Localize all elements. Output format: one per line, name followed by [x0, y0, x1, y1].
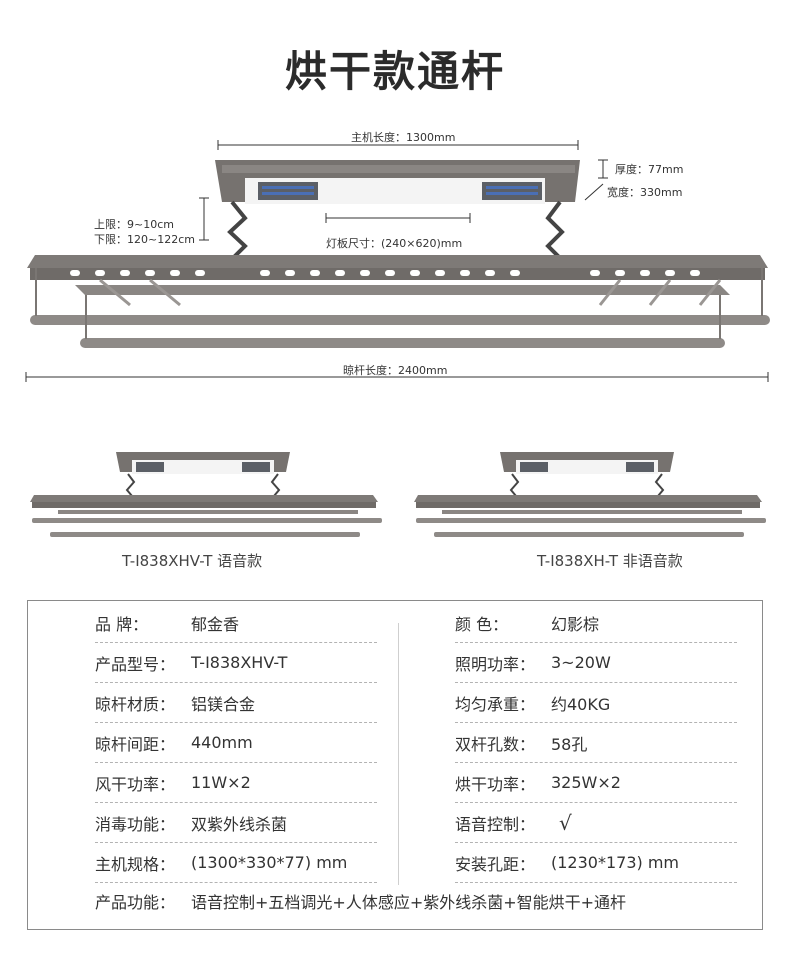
- spec-divider: [398, 623, 399, 885]
- variant-nonvoice-figure: [412, 440, 782, 580]
- spec-value: 双紫外线杀菌: [191, 814, 288, 834]
- spec-row-fan-power: 风干功率： 11W×2: [95, 763, 377, 803]
- spec-row-spacing: 晾杆间距： 440mm: [95, 723, 377, 763]
- variant-voice-figure: [28, 440, 398, 580]
- width-label: 宽度：330mm: [607, 186, 683, 199]
- main-product-drawing: [25, 140, 770, 382]
- spec-value: 3~20W: [551, 653, 611, 672]
- spec-key: 双杆孔数：: [455, 734, 536, 754]
- spec-key: 风干功率：: [95, 774, 176, 794]
- check-mark-icon: √: [559, 810, 572, 835]
- spec-row-color: 颜 色： 幻影棕: [455, 603, 737, 643]
- spec-key: 晾杆间距：: [95, 734, 176, 754]
- lower-limit-label: 下限：120~122cm: [94, 233, 195, 246]
- spec-key: 产品功能：: [95, 893, 176, 912]
- spec-row-holes: 双杆孔数： 58孔: [455, 723, 737, 763]
- spec-key: 安装孔距：: [455, 854, 536, 874]
- spec-value: T-I838XHV-T: [191, 653, 288, 672]
- spec-value: 约40KG: [551, 694, 611, 714]
- spec-row-host-size: 主机规格： (1300*330*77) mm: [95, 843, 377, 883]
- spec-row-brand: 品 牌： 郁金香: [95, 603, 377, 643]
- spec-key: 消毒功能：: [95, 814, 176, 834]
- spec-value: (1300*330*77) mm: [191, 853, 348, 872]
- main-product-figure: [0, 120, 790, 390]
- spec-value: 语音控制+五档调光+人体感应+紫外线杀菌+智能烘干+通杆: [191, 893, 627, 912]
- spec-row-material: 晾杆材质： 铝镁合金: [95, 683, 377, 723]
- spec-table: 品 牌： 郁金香 产品型号： T-I838XHV-T 晾杆材质： 铝镁合金 晾杆间距：…: [27, 600, 763, 930]
- spec-key: 产品型号：: [95, 654, 176, 674]
- spec-row-install-spacing: 安装孔距： (1230*173) mm: [455, 843, 737, 883]
- spec-value: (1230*173) mm: [551, 853, 679, 872]
- spec-row-light-power: 照明功率： 3~20W: [455, 643, 737, 683]
- spec-value: 11W×2: [191, 773, 251, 792]
- spec-row-voice: 语音控制： √: [455, 803, 737, 843]
- spec-row-model: 产品型号： T-I838XHV-T: [95, 643, 377, 683]
- spec-value: 440mm: [191, 733, 253, 752]
- spec-key: 品 牌：: [95, 614, 149, 634]
- upper-limit-label: 上限：9~10cm: [94, 218, 174, 231]
- variant-voice-caption: T-I838XHV-T 语音款: [122, 552, 263, 570]
- lamp-size-label: 灯板尺寸：(240×620)mm: [326, 237, 463, 250]
- spec-row-disinfection: 消毒功能： 双紫外线杀菌: [95, 803, 377, 843]
- thickness-label: 厚度：77mm: [615, 163, 684, 176]
- spec-row-functions: 产品功能： 语音控制+五档调光+人体感应+紫外线杀菌+智能烘干+通杆: [95, 881, 735, 921]
- spec-key: 均匀承重：: [455, 694, 536, 714]
- spec-value: 幻影棕: [551, 614, 600, 634]
- spec-key: 主机规格：: [95, 854, 176, 874]
- rod-length-label: 晾杆长度：2400mm: [343, 364, 448, 377]
- host-length-label: 主机长度：1300mm: [351, 131, 456, 144]
- variant-voice-drawing: [30, 452, 382, 537]
- spec-value: 58孔: [551, 734, 588, 754]
- spec-key: 照明功率：: [455, 654, 536, 674]
- spec-key: 语音控制：: [455, 814, 536, 834]
- spec-value: 铝镁合金: [191, 694, 256, 714]
- spec-row-dry-power: 烘干功率： 325W×2: [455, 763, 737, 803]
- spec-key: 烘干功率：: [455, 774, 536, 794]
- spec-value: 325W×2: [551, 773, 621, 792]
- spec-key: 晾杆材质：: [95, 694, 176, 714]
- variant-nonvoice-caption: T-I838XH-T 非语音款: [537, 552, 683, 570]
- variant-nonvoice-drawing: [414, 452, 766, 537]
- spec-row-load: 均匀承重： 约40KG: [455, 683, 737, 723]
- spec-key: 颜 色：: [455, 614, 509, 634]
- spec-value: 郁金香: [191, 614, 240, 634]
- page-title: 烘干款通杆: [284, 47, 505, 96]
